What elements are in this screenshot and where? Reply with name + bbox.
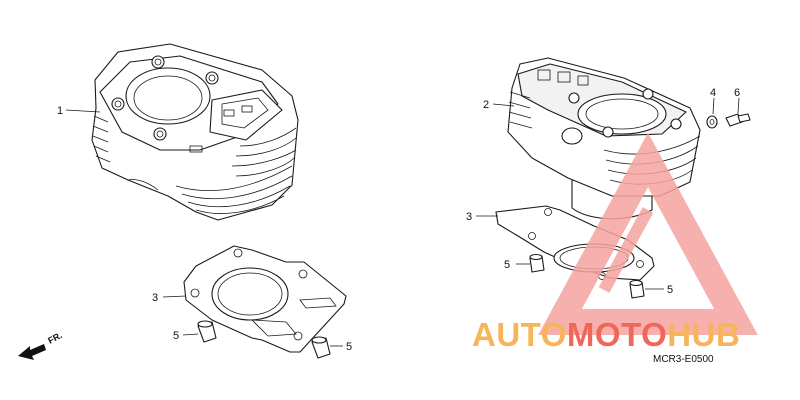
callout-part-4: 4 <box>710 87 716 99</box>
callout-part-5-right-b: 5 <box>667 284 673 296</box>
watermark-auto: AUTO <box>472 316 567 353</box>
dowel-pin-right-a <box>516 253 545 273</box>
callout-part-5-right-a: 5 <box>504 259 510 271</box>
watermark-moto: MOTO <box>567 316 667 353</box>
callout-part-3-left: 3 <box>152 292 158 304</box>
callout-part-3-right: 3 <box>466 211 472 223</box>
cylinder-left <box>65 43 299 221</box>
callout-part-5-left-a: 5 <box>173 330 179 342</box>
callout-part-6: 6 <box>734 87 740 99</box>
dowel-pin-left-b <box>311 336 343 359</box>
dowel-pin-left-a <box>182 320 217 343</box>
watermark-logo-text: AUTOMOTOHUB <box>472 316 740 353</box>
front-marker-label: FR. <box>46 330 63 346</box>
watermark-hub: HUB <box>667 316 740 353</box>
callout-part-1: 1 <box>57 105 63 117</box>
callout-part-5-left-b: 5 <box>346 341 352 353</box>
dowel-pin-right-b <box>629 279 664 299</box>
automotohub-logo-triangle <box>538 132 758 335</box>
sealing-washer <box>706 97 718 129</box>
bolt <box>725 97 751 127</box>
gasket-left <box>162 245 347 353</box>
drawing-code: MCR3-E0500 <box>653 354 714 365</box>
front-direction-arrow <box>18 344 46 360</box>
callout-part-2: 2 <box>483 99 489 111</box>
